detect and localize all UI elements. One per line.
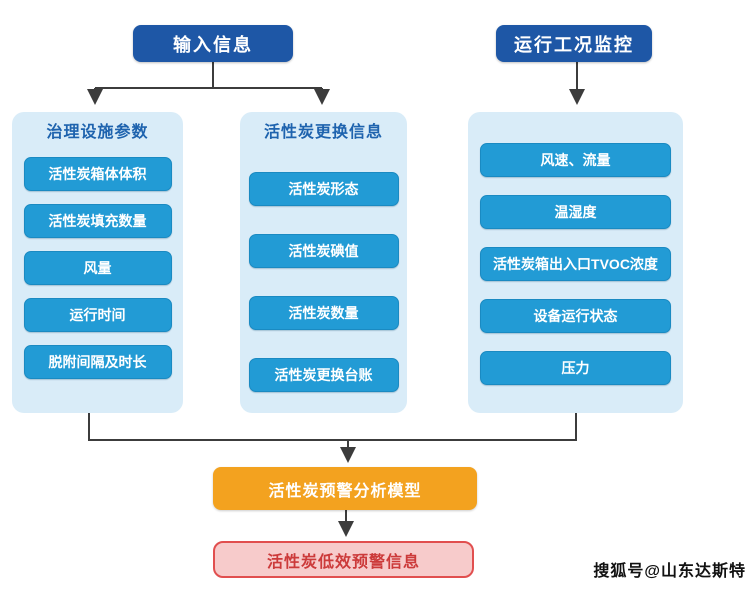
header-operating-condition-monitor: 运行工况监控: [496, 25, 652, 62]
flow-item: 压力: [480, 351, 671, 385]
flow-item: 设备运行状态: [480, 299, 671, 333]
panel-carbon-replacement-info: 活性炭更换信息 活性炭形态 活性炭碘值 活性炭数量 活性炭更换台账: [240, 112, 407, 413]
flow-item: 温湿度: [480, 195, 671, 229]
header-input-info: 输入信息: [133, 25, 293, 62]
flow-item: 活性炭更换台账: [248, 358, 399, 392]
flow-item: 活性炭箱出入口TVOC浓度: [480, 247, 671, 281]
flow-item: 风速、流量: [480, 143, 671, 177]
panel-treatment-facility-params: 治理设施参数 活性炭箱体体积 活性炭填充数量 风量 运行时间 脱附间隔及时长: [12, 112, 183, 413]
flow-item: 运行时间: [23, 298, 172, 332]
watermark-sohu-account: 搜狐号@山东达斯特: [593, 563, 746, 580]
low-efficiency-warning-box: 活性炭低效预警信息: [213, 541, 474, 578]
flow-item: 活性炭形态: [248, 172, 399, 206]
panel-operating-monitoring-items: 风速、流量 温湿度 活性炭箱出入口TVOC浓度 设备运行状态 压力: [468, 112, 683, 413]
flow-item: 活性炭碘值: [248, 234, 399, 268]
flow-item: 活性炭填充数量: [23, 204, 172, 238]
flow-item: 脱附间隔及时长: [23, 345, 172, 379]
flow-item: 风量: [23, 251, 172, 285]
warning-analysis-model-box: 活性炭预警分析模型: [213, 467, 477, 510]
panel-title: 活性炭更换信息: [263, 124, 383, 141]
panel-title: 治理设施参数: [46, 124, 149, 141]
flow-item: 活性炭数量: [248, 296, 399, 330]
flow-item: 活性炭箱体体积: [23, 157, 172, 191]
